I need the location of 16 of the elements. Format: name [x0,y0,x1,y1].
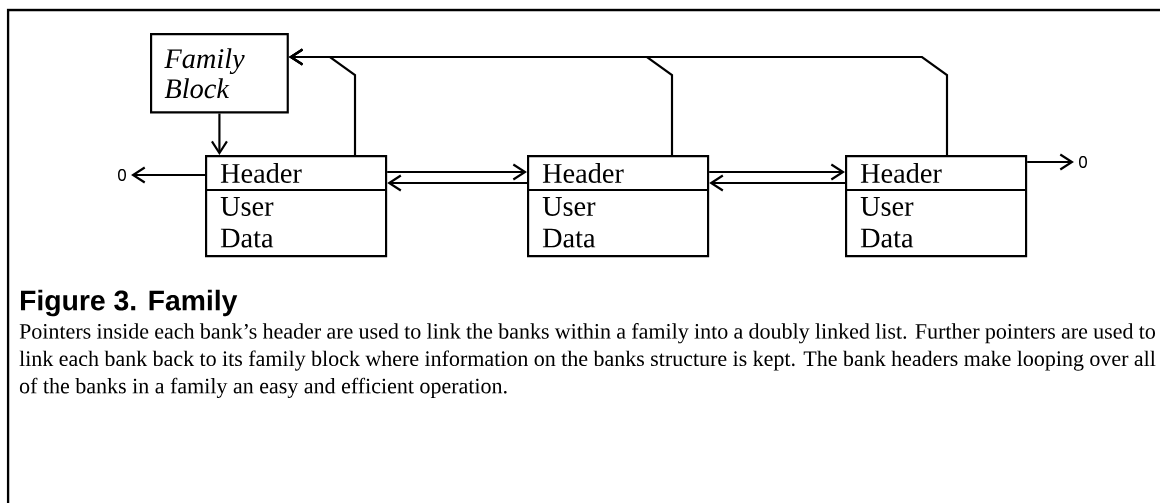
bank-box: Header User Data [205,155,388,258]
figure-title: Figure 3. Family [21,289,238,317]
family-block-box: Family Block [150,33,289,114]
caption-text: Pointers inside each bank’s header are used to link the banks within a family into a doubly linked list. Further pointers are used to link each bank back to its family block where information on the banks structure is kept. The bank headers make looping over all of the banks in a family an easy and efficient operation. [19,323,1156,398]
arrow [131,166,205,184]
bank-box: Header User Data [845,155,1028,258]
arrow [288,48,949,155]
arrow [1027,153,1074,171]
arrow [387,174,527,192]
arrow [709,163,845,181]
null-label: 0 [1079,156,1087,168]
arrow [387,163,527,181]
bank-box: Header User Data [527,155,710,258]
arrow [211,113,228,155]
arrow [709,174,845,192]
null-label: 0 [118,169,126,181]
